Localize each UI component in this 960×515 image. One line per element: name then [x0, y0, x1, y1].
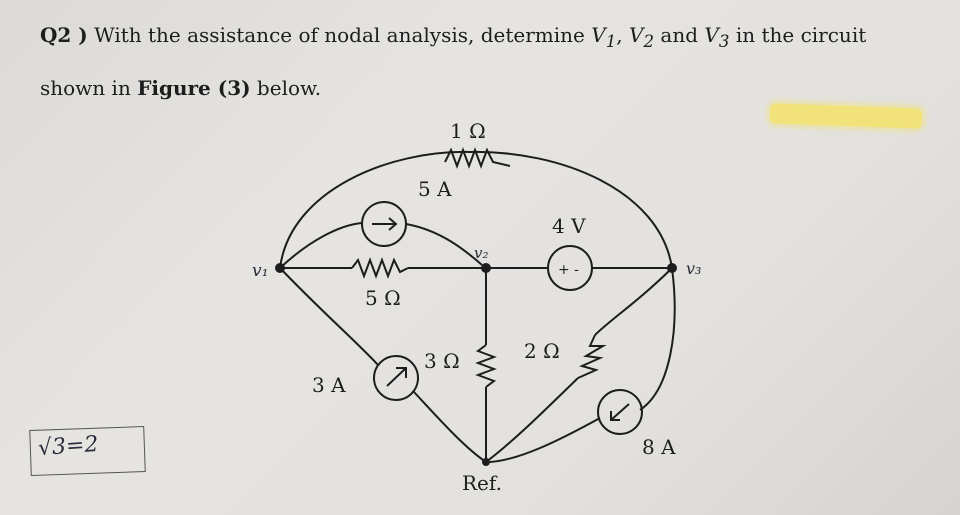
- wire-2ohm-ref: [485, 377, 579, 463]
- question-number: Q2 ): [40, 23, 88, 47]
- current-source-8A: [597, 389, 643, 435]
- wire-8A-to-ref: [489, 417, 601, 463]
- label-node-v3: v₃: [686, 259, 701, 278]
- wire-5A-v2: [405, 223, 483, 266]
- label-8A: 8 A: [642, 435, 676, 459]
- resistor-5ohm: [351, 257, 409, 279]
- wire-v1-5A: [279, 222, 363, 269]
- node-v1: [275, 263, 285, 273]
- resistor-3ohm: [475, 344, 497, 388]
- wire-3A-ref: [413, 391, 487, 463]
- label-plus-minus: + -: [558, 262, 579, 278]
- question-text-before: With the assistance of nodal analysis, d…: [94, 23, 592, 47]
- current-source-3A: [373, 355, 419, 401]
- var-v1: V1: [591, 23, 617, 51]
- question-text: Q2 ) With the assistance of nodal analys…: [40, 23, 867, 100]
- wire-outer-right: [639, 267, 676, 411]
- wire-v3-2ohm: [594, 267, 673, 336]
- arrow-5A: [372, 217, 398, 231]
- label-1ohm: 1 Ω: [450, 119, 486, 143]
- label-ref: Ref.: [462, 471, 502, 495]
- resistor-2ohm: [577, 334, 607, 379]
- label-2ohm: 2 Ω: [524, 339, 560, 363]
- var-v3: V3: [704, 23, 730, 51]
- label-node-v2: v₂: [474, 244, 489, 262]
- label-3A: 3 A: [312, 373, 346, 397]
- var-v2: V2: [629, 23, 655, 51]
- label-5ohm: 5 Ω: [365, 286, 401, 310]
- figure-reference: Figure (3): [137, 76, 251, 100]
- node-v2: [481, 263, 491, 273]
- arrow-8A: [610, 403, 630, 421]
- resistor-1ohm: [444, 147, 511, 169]
- node-ref: [482, 458, 490, 466]
- wire-outer-top: [279, 150, 673, 269]
- label-node-v1: v₁: [252, 261, 268, 281]
- handwritten-note: √3=2: [37, 431, 100, 462]
- node-v3: [667, 263, 677, 273]
- label-5A: 5 A: [418, 177, 452, 201]
- label-4V: 4 V: [552, 214, 586, 238]
- arrow-3A: [386, 367, 407, 387]
- label-3ohm: 3 Ω: [424, 349, 460, 373]
- wire-v1-3A: [279, 267, 379, 366]
